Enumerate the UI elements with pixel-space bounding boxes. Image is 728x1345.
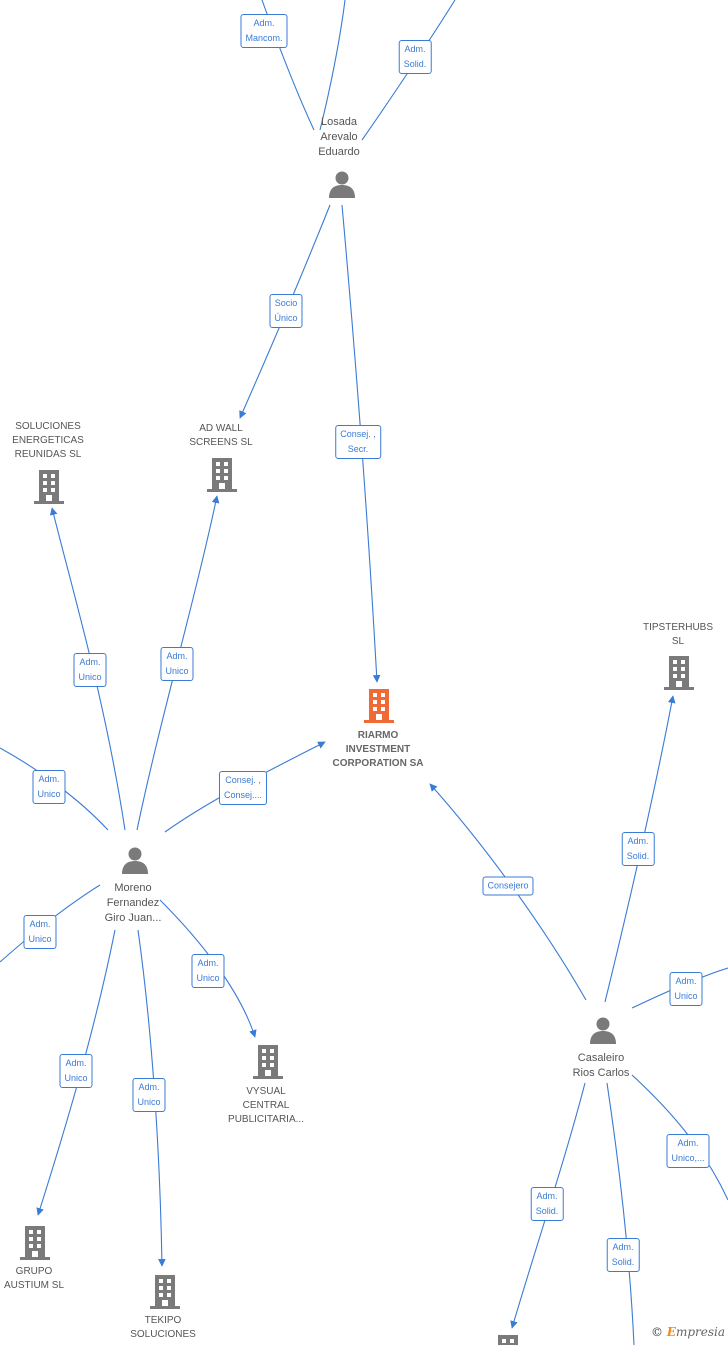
building-icon bbox=[253, 1045, 283, 1079]
person-icon bbox=[590, 1017, 616, 1044]
brand-initial: E bbox=[666, 1325, 676, 1339]
relation-adm-solid[interactable]: Adm. Solid. bbox=[398, 40, 432, 74]
building-icon-center bbox=[364, 689, 394, 723]
relation-adm-unico[interactable]: Adm. Unico bbox=[191, 954, 225, 988]
node-riarmo[interactable]: RIARMO INVESTMENT CORPORATION SA bbox=[332, 730, 424, 769]
building-icon bbox=[150, 1275, 180, 1309]
relation-adm-unico-etc[interactable]: Adm. Unico,... bbox=[666, 1134, 710, 1168]
relation-consej-consej[interactable]: Consej. , Consej.... bbox=[218, 771, 268, 805]
edge-casaleiro-b bbox=[606, 1082, 635, 1345]
relation-adm-unico[interactable]: Adm. Unico bbox=[669, 972, 703, 1006]
node-vysual[interactable]: VYSUAL CENTRAL PUBLICITARIA... bbox=[228, 1086, 304, 1125]
node-grupo[interactable]: GRUPO AUSTIUM SL bbox=[3, 1266, 65, 1291]
copyright-icon: © bbox=[651, 1325, 663, 1339]
relation-consejero[interactable]: Consejero bbox=[482, 876, 534, 896]
node-soluciones[interactable]: SOLUCIONES ENERGETICAS REUNIDAS SL bbox=[12, 421, 84, 460]
relation-adm-solid[interactable]: Adm. Solid. bbox=[530, 1187, 564, 1221]
relation-adm-unico[interactable]: Adm. Unico bbox=[160, 647, 194, 681]
brand-watermark: © Empresia bbox=[651, 1325, 725, 1339]
node-moreno[interactable]: Moreno Fernandez Giro Juan... bbox=[104, 882, 162, 924]
relation-adm-solid[interactable]: Adm. Solid. bbox=[606, 1238, 640, 1272]
building-icon bbox=[34, 470, 64, 504]
relation-adm-mancom[interactable]: Adm. Mancom. bbox=[240, 14, 288, 48]
building-icon bbox=[207, 458, 237, 492]
relation-adm-unico[interactable]: Adm. Unico bbox=[59, 1054, 93, 1088]
relation-adm-unico[interactable]: Adm. Unico bbox=[132, 1078, 166, 1112]
building-icon bbox=[498, 1335, 518, 1345]
node-tekipo[interactable]: TEKIPO SOLUCIONES bbox=[130, 1315, 196, 1340]
edge-casaleiro-br bbox=[631, 1074, 728, 1201]
relation-adm-unico[interactable]: Adm. Unico bbox=[23, 915, 57, 949]
node-casaleiro[interactable]: Casaleiro Rios Carlos bbox=[572, 1052, 630, 1079]
relation-consej-secr[interactable]: Consej. , Secr. bbox=[335, 425, 381, 459]
edge-losada-top-mid bbox=[319, 0, 346, 131]
relation-adm-unico[interactable]: Adm. Unico bbox=[73, 653, 107, 687]
person-icon bbox=[329, 171, 355, 198]
node-tipsterhubs[interactable]: TIPSTERHUBS SL bbox=[642, 622, 714, 647]
building-icon bbox=[20, 1226, 50, 1260]
node-losada[interactable]: Losada Arevalo Eduardo bbox=[318, 116, 360, 158]
brand-name: mpresia bbox=[675, 1325, 726, 1339]
building-icon bbox=[664, 656, 694, 690]
node-adwall[interactable]: AD WALL SCREENS SL bbox=[189, 423, 253, 448]
relation-socio-unico[interactable]: Socio Único bbox=[269, 294, 303, 328]
person-icon bbox=[122, 847, 148, 874]
relation-adm-unico[interactable]: Adm. Unico bbox=[32, 770, 66, 804]
relation-adm-solid[interactable]: Adm. Solid. bbox=[621, 832, 655, 866]
